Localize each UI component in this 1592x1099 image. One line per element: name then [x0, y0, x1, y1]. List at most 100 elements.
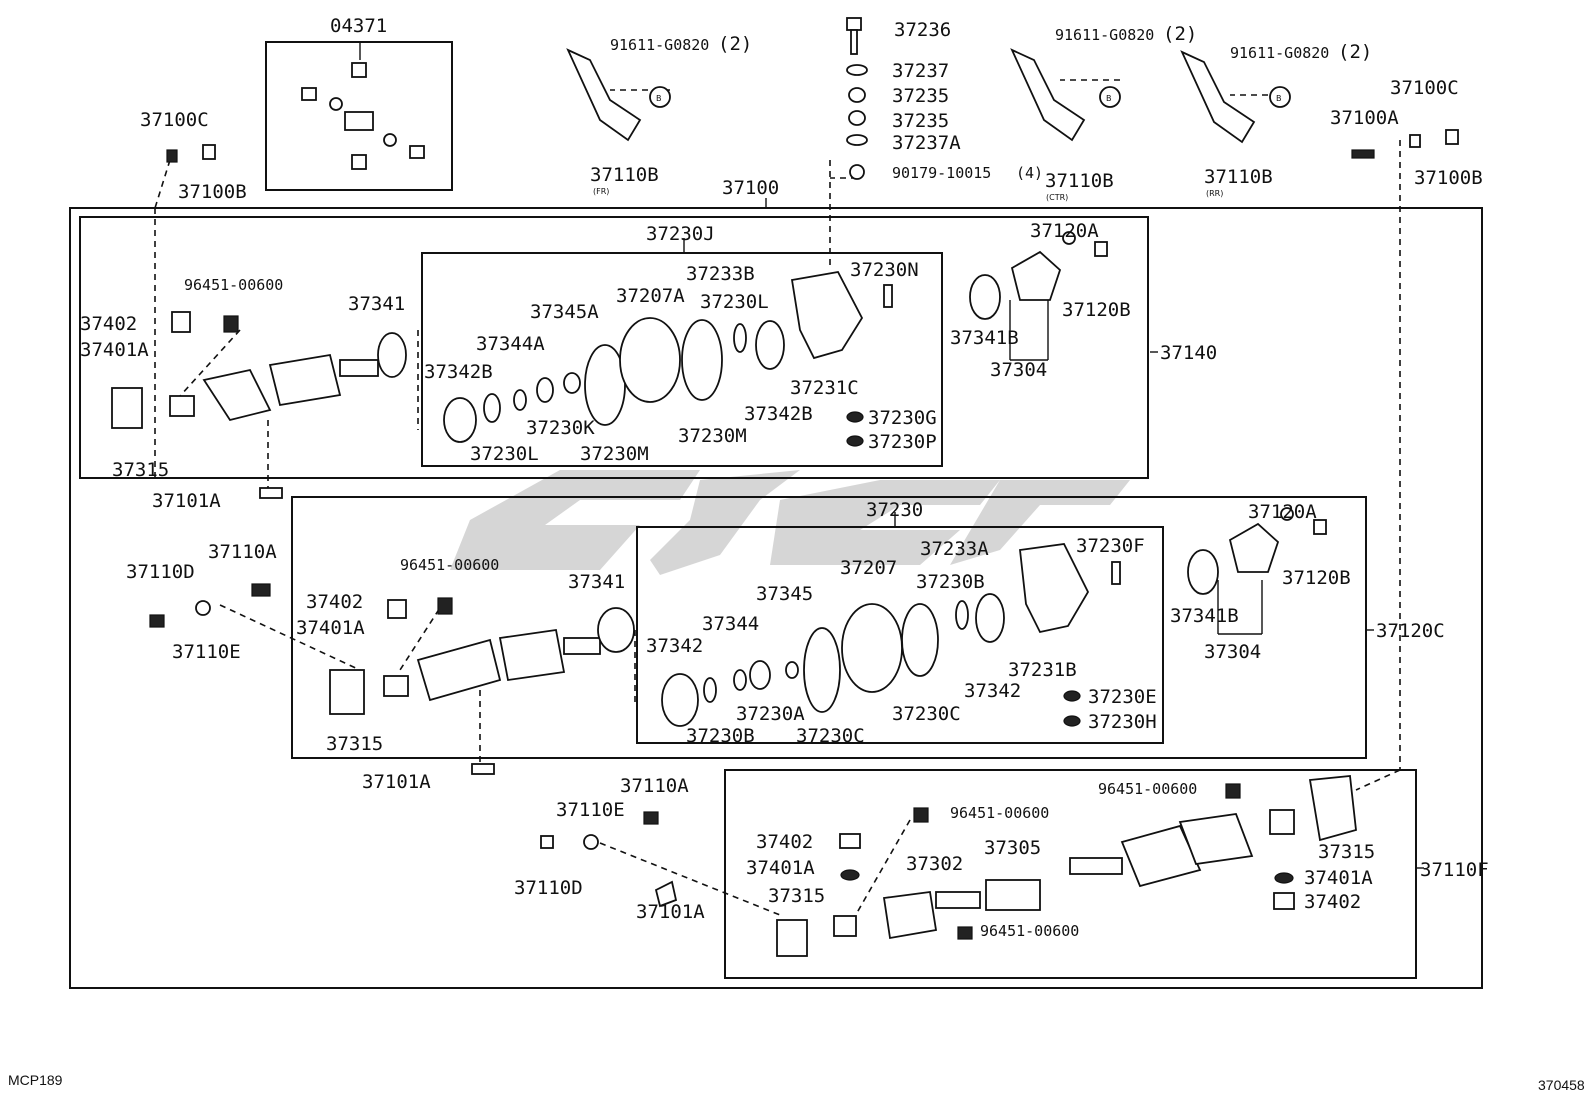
- label-37110D-g3: 37110D: [514, 877, 583, 899]
- label-37237A: 37237A: [892, 132, 961, 154]
- kit-04371-frame: [265, 41, 453, 191]
- label-37101A-g2: 37101A: [362, 771, 431, 793]
- tag-fr: (FR): [593, 187, 609, 196]
- mark-b-rr: B: [1276, 94, 1282, 103]
- label-37120A-g2: 37120A: [1248, 501, 1317, 523]
- label-37207A: 37207A: [616, 285, 685, 307]
- label-37230G: 37230G: [868, 407, 937, 429]
- label-37100C-right: 37100C: [1390, 77, 1459, 99]
- label-37110D-g2: 37110D: [126, 561, 195, 583]
- bearing-37230J-frame: [421, 252, 943, 467]
- label-96451-g3b: 96451-00600: [980, 922, 1079, 940]
- footer-codes: MCP189 370458: [8, 1072, 1585, 1093]
- label-37235-a: 37235: [892, 85, 949, 107]
- label-37304-g1: 37304: [990, 359, 1047, 381]
- label-37344A: 37344A: [476, 333, 545, 355]
- label-37344: 37344: [702, 613, 759, 635]
- tag-rr: (RR): [1206, 189, 1223, 198]
- label-37402-g1: 37402: [80, 313, 137, 335]
- group-37120C-frame: [291, 496, 1367, 759]
- labels-37110F: 37110F 37110A 37110E 37110D 37101A 37402…: [514, 775, 1489, 940]
- label-91611-fr: 91611-G0820: [610, 36, 709, 54]
- label-37231B: 37231B: [1008, 659, 1077, 681]
- label-37341B-g1: 37341B: [950, 327, 1019, 349]
- label-37230K: 37230K: [526, 417, 595, 439]
- label-37401A-g3a: 37401A: [746, 857, 815, 879]
- label-37120B-g1: 37120B: [1062, 299, 1131, 321]
- label-37230H: 37230H: [1088, 711, 1157, 733]
- label-37100A-right: 37100A: [1330, 107, 1399, 129]
- label-37345: 37345: [756, 583, 813, 605]
- label-96451-g1: 96451-00600: [184, 276, 283, 294]
- label-96451-g3c: 96451-00600: [1098, 780, 1197, 798]
- mark-b-ctr: B: [1106, 94, 1112, 103]
- mark-b-fr: B: [656, 94, 662, 103]
- label-37110E-g3: 37110E: [556, 799, 625, 821]
- label-91611-ctr-qty: (2): [1163, 23, 1197, 45]
- labels-top: 04371 37100C 37100B 91611-G0820 (2) 3711…: [140, 15, 1483, 203]
- label-37401A-g1: 37401A: [80, 339, 149, 361]
- label-37140: 37140: [1160, 342, 1217, 364]
- label-37100B-right: 37100B: [1414, 167, 1483, 189]
- label-37207: 37207: [840, 557, 897, 579]
- label-91611-ctr: 91611-G0820: [1055, 26, 1154, 44]
- label-37315-g3b: 37315: [1318, 841, 1375, 863]
- label-37230M-b: 37230M: [678, 425, 747, 447]
- label-37100: 37100: [722, 177, 779, 199]
- label-37110B-fr: 37110B: [590, 164, 659, 186]
- label-37315-g2: 37315: [326, 733, 383, 755]
- leader-lines: [154, 42, 1424, 926]
- label-37233A: 37233A: [920, 538, 989, 560]
- label-37100C-left: 37100C: [140, 109, 209, 131]
- label-37402-g3a: 37402: [756, 831, 813, 853]
- label-91611-rr: 91611-G0820: [1230, 44, 1329, 62]
- label-37230F: 37230F: [1076, 535, 1145, 557]
- label-37120B-g2: 37120B: [1282, 567, 1351, 589]
- label-37110B-ctr: 37110B: [1045, 170, 1114, 192]
- label-37341B-g2: 37341B: [1170, 605, 1239, 627]
- label-37230L-a: 37230L: [700, 291, 769, 313]
- label-37305: 37305: [984, 837, 1041, 859]
- label-37230P: 37230P: [868, 431, 937, 453]
- label-37101A-g3: 37101A: [636, 901, 705, 923]
- label-37230N: 37230N: [850, 259, 919, 281]
- label-37110B-rr: 37110B: [1204, 166, 1273, 188]
- labels-37140: 37140 37230J 96451-00600 37402 37401A 37…: [80, 220, 1217, 512]
- label-37236: 37236: [894, 19, 951, 41]
- label-37110F: 37110F: [1420, 859, 1489, 881]
- label-91611-rr-qty: (2): [1338, 41, 1372, 63]
- label-37237: 37237: [892, 60, 949, 82]
- label-37120A-g1: 37120A: [1030, 220, 1099, 242]
- bearing-37230-frame: [636, 526, 1164, 744]
- label-37315-g3a: 37315: [768, 885, 825, 907]
- label-37233B: 37233B: [686, 263, 755, 285]
- diagram-code-left: MCP189: [8, 1072, 63, 1088]
- label-37120C: 37120C: [1376, 620, 1445, 642]
- label-37235-b: 37235: [892, 110, 949, 132]
- label-37230: 37230: [866, 499, 923, 521]
- group-37110F-frame: [724, 769, 1417, 979]
- label-37304-g2: 37304: [1204, 641, 1261, 663]
- label-37342B-b: 37342B: [744, 403, 813, 425]
- label-37341-g2: 37341: [568, 571, 625, 593]
- label-90179-qty: (4): [1016, 164, 1043, 182]
- label-37230B-a: 37230B: [916, 571, 985, 593]
- label-37342-a: 37342: [646, 635, 703, 657]
- label-37100B-left: 37100B: [178, 181, 247, 203]
- label-37231C: 37231C: [790, 377, 859, 399]
- label-37110A-g3: 37110A: [620, 775, 689, 797]
- tag-ctr: (CTR): [1046, 193, 1068, 202]
- label-37401A-g3b: 37401A: [1304, 867, 1373, 889]
- label-37402-g3b: 37402: [1304, 891, 1361, 913]
- label-37101A-g1: 37101A: [152, 490, 221, 512]
- label-37110A-g2: 37110A: [208, 541, 277, 563]
- label-37230E: 37230E: [1088, 686, 1157, 708]
- label-37230B-b: 37230B: [686, 725, 755, 747]
- diagram-code-right: 370458: [1538, 1077, 1585, 1093]
- labels-37120C: 37120C 37230 37110D 37110A 37110E 96451-…: [126, 499, 1445, 793]
- label-37230C-b: 37230C: [892, 703, 961, 725]
- label-37341-g1: 37341: [348, 293, 405, 315]
- label-37230M-a: 37230M: [580, 443, 649, 465]
- label-91611-fr-qty: (2): [718, 33, 752, 55]
- label-37230C-a: 37230C: [796, 725, 865, 747]
